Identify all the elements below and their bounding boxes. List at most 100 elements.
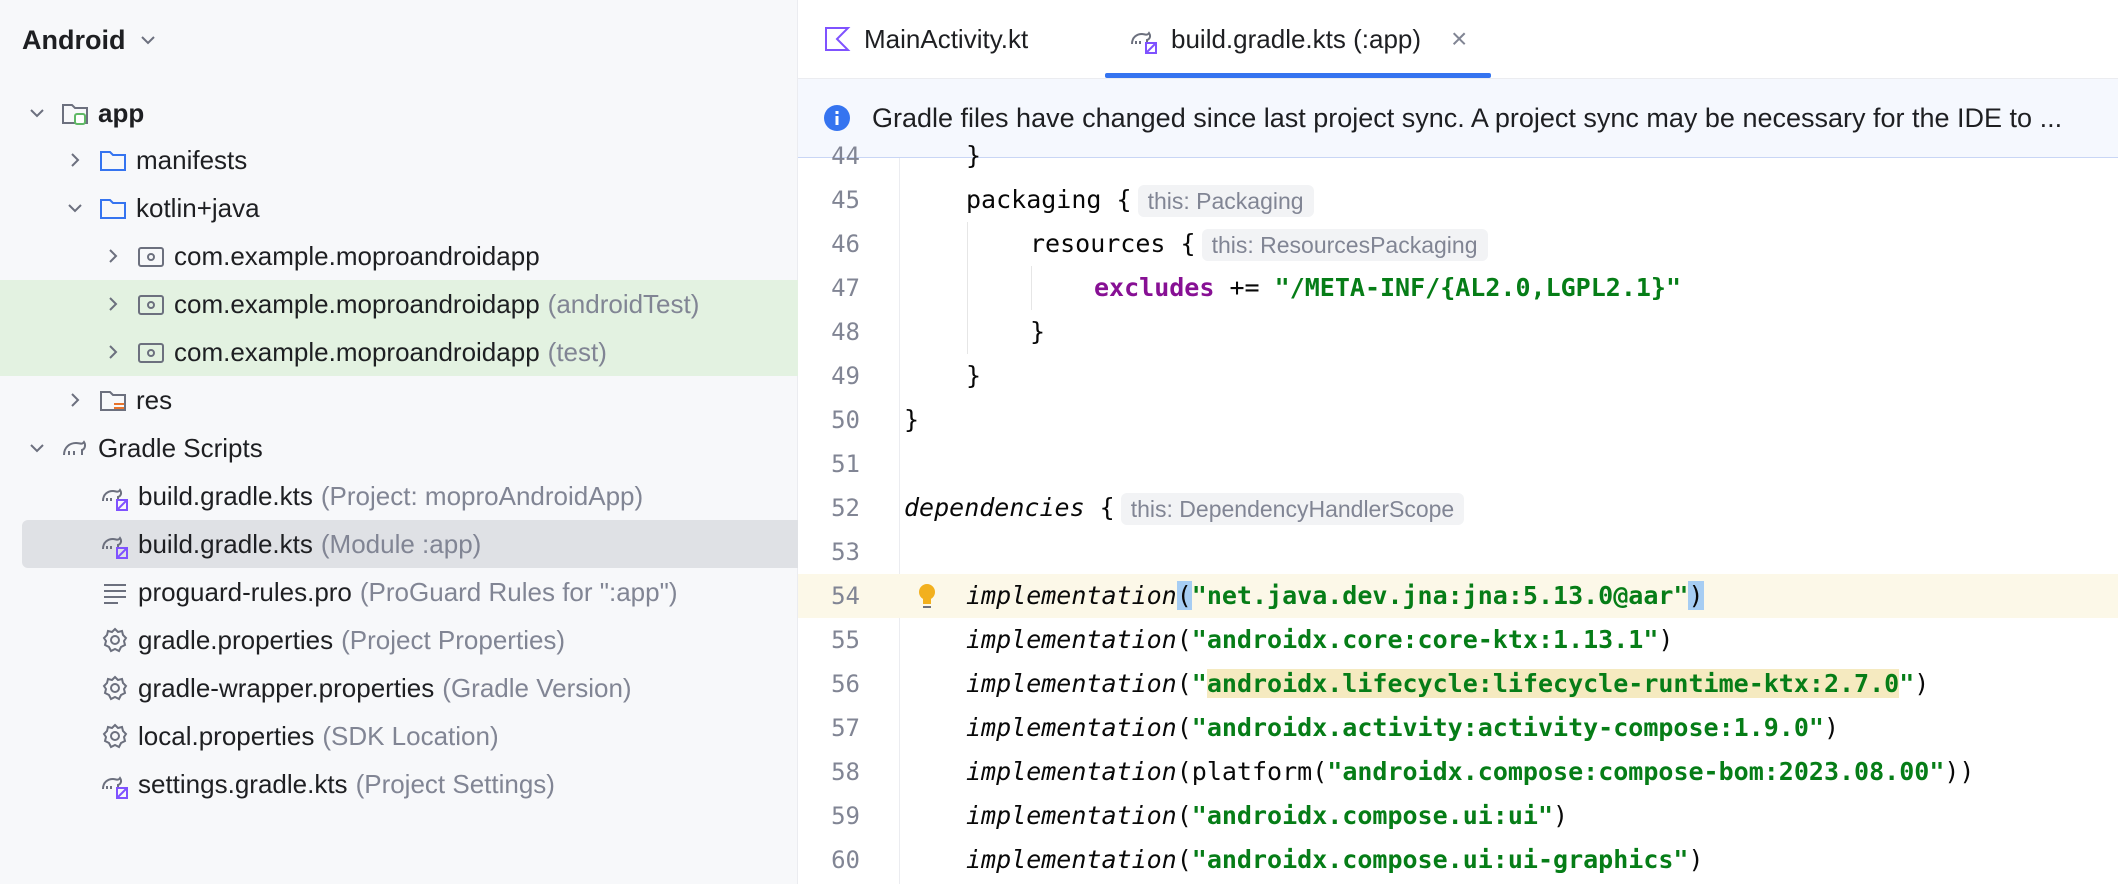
line-number: 49 [831, 362, 860, 390]
tree-item-gradle-scripts[interactable]: Gradle Scripts [0, 424, 821, 472]
code-string-quote: " [1191, 669, 1207, 698]
line-number: 50 [831, 406, 860, 434]
code-function: implementation [966, 625, 1177, 654]
close-icon[interactable]: × [1451, 23, 1468, 54]
line-number: 44 [831, 142, 860, 170]
code-function: implementation [966, 801, 1177, 830]
code-text: implementation("androidx.compose.ui:ui-g… [966, 845, 1704, 874]
line-number: 47 [831, 274, 860, 302]
code-property: excludes [1094, 273, 1215, 302]
tree-item-suffix: (Module :app) [320, 528, 482, 559]
tree-item-gradle-properties[interactable]: gradle.properties (Project Properties) [0, 616, 897, 664]
line-number: 58 [831, 758, 860, 786]
tree-item-gradle-wrapper-properties[interactable]: gradle-wrapper.properties (Gradle Versio… [0, 664, 897, 712]
chevron-down-icon[interactable] [24, 435, 50, 461]
code-function: platform [1191, 757, 1313, 786]
chevron-right-icon[interactable] [100, 291, 126, 317]
code-line: 45 packaging {this: Packaging [798, 178, 2118, 222]
code-text: resources {this: ResourcesPackaging [1030, 222, 1488, 266]
code-string-quote: " [1899, 669, 1915, 698]
code-text: implementation("androidx.compose.ui:ui") [966, 801, 1569, 830]
chevron-down-icon[interactable] [24, 100, 50, 126]
code-string: "androidx.compose.ui:ui-graphics" [1191, 845, 1689, 874]
tree-item-app[interactable]: app [0, 89, 821, 137]
code-string: "androidx.compose.ui:ui" [1191, 801, 1554, 830]
code-text: implementation("androidx.lifecycle:lifec… [966, 669, 1930, 698]
package-icon [136, 337, 166, 367]
tree-item-manifests[interactable]: manifests [0, 136, 859, 184]
code-editor[interactable]: 44 } 45 packaging {this: Packaging 46 re… [798, 141, 2118, 884]
kotlin-file-icon [822, 24, 852, 54]
tree-item-build-gradle-project[interactable]: build.gradle.kts (Project: moproAndroidA… [0, 472, 897, 520]
code-line: 53 [798, 530, 2118, 574]
tree-item-package-test[interactable]: com.example.moproandroidapp (test) [0, 328, 897, 376]
code-line: 59 implementation("androidx.compose.ui:u… [798, 794, 2118, 838]
tree-item-label: kotlin+java [136, 192, 260, 223]
tree-item-package[interactable]: com.example.moproandroidapp [0, 232, 897, 280]
tree-item-res[interactable]: res [0, 376, 859, 424]
tree-item-settings-gradle[interactable]: settings.gradle.kts (Project Settings) [0, 760, 897, 808]
code-text: implementation("androidx.activity:activi… [966, 713, 1839, 742]
gradle-icon [60, 433, 90, 463]
tab-mainactivity[interactable]: MainActivity.kt [822, 0, 1028, 78]
tree-item-label: settings.gradle.kts [138, 768, 348, 799]
code-text: } [966, 361, 982, 390]
code-function: implementation [966, 713, 1177, 742]
tree-item-suffix: (Project Settings) [355, 768, 555, 799]
project-view-selector[interactable]: Android [22, 22, 161, 58]
code-line: 52 dependencies {this: DependencyHandler… [798, 486, 2118, 530]
tree-item-label: proguard-rules.pro [138, 576, 352, 607]
text-file-icon [100, 577, 130, 607]
code-keyword: packaging { [966, 185, 1132, 214]
tree-item-label: gradle.properties [138, 624, 334, 655]
line-number: 45 [831, 186, 860, 214]
gutter-divider [899, 158, 900, 884]
code-line: 56 implementation("androidx.lifecycle:li… [798, 662, 2118, 706]
inlay-hint: this: ResourcesPackaging [1201, 229, 1488, 261]
package-icon [136, 241, 166, 271]
tree-item-label: com.example.moproandroidapp [174, 336, 540, 367]
tree-item-label: manifests [136, 144, 248, 175]
code-string-warning[interactable]: androidx.lifecycle:lifecycle-runtime-ktx… [1206, 669, 1900, 698]
code-text: dependencies {this: DependencyHandlerSco… [904, 486, 1465, 530]
chevron-right-icon[interactable] [100, 339, 126, 365]
gear-icon [100, 625, 130, 655]
tree-item-label: app [98, 97, 145, 128]
info-icon [822, 103, 852, 133]
code-text: } [966, 141, 982, 170]
chevron-right-icon[interactable] [62, 387, 88, 413]
inlay-hint: this: DependencyHandlerScope [1120, 493, 1465, 525]
tree-item-proguard-rules[interactable]: proguard-rules.pro (ProGuard Rules for "… [0, 568, 897, 616]
tab-build-gradle-app[interactable]: build.gradle.kts (:app) × [1105, 0, 1492, 78]
code-line: 44 } [798, 134, 2118, 178]
code-line: 57 implementation("androidx.activity:act… [798, 706, 2118, 750]
project-view-title: Android [22, 24, 126, 55]
chevron-right-icon[interactable] [100, 243, 126, 269]
code-line: 46 resources {this: ResourcesPackaging [798, 222, 2118, 266]
gear-icon [100, 721, 130, 751]
line-number: 59 [831, 802, 860, 830]
code-text: } [1030, 317, 1046, 346]
line-number: 56 [831, 670, 860, 698]
code-string: "androidx.core:core-ktx:1.13.1" [1191, 625, 1659, 654]
line-number: 52 [831, 494, 860, 522]
chevron-right-icon[interactable] [62, 147, 88, 173]
tree-item-build-gradle-module[interactable]: build.gradle.kts (Module :app) [22, 520, 850, 568]
tab-label: MainActivity.kt [864, 23, 1029, 54]
gradle-sync-notification: Gradle files have changed since last pro… [798, 79, 2118, 158]
tree-item-suffix: (ProGuard Rules for ":app") [359, 576, 678, 607]
notification-message: Gradle files have changed since last pro… [872, 102, 2063, 133]
code-string: "androidx.compose:compose-bom:2023.08.00… [1327, 757, 1945, 786]
code-text: excludes += "/META-INF/{AL2.0,LGPL2.1}" [1094, 266, 1681, 310]
code-line: 60 implementation("androidx.compose.ui:u… [798, 838, 2118, 882]
tree-item-kotlin-java[interactable]: kotlin+java [0, 184, 859, 232]
tree-item-suffix: (Project Properties) [341, 624, 566, 655]
line-number: 60 [831, 846, 860, 874]
chevron-down-icon[interactable] [62, 195, 88, 221]
tree-item-suffix: (SDK Location) [322, 720, 499, 751]
code-text: } [904, 405, 920, 434]
lightbulb-icon[interactable] [916, 582, 938, 612]
tree-item-package-androidtest[interactable]: com.example.moproandroidapp (androidTest… [0, 280, 897, 328]
tree-item-local-properties[interactable]: local.properties (SDK Location) [0, 712, 897, 760]
code-text: implementation("net.java.dev.jna:jna:5.1… [966, 574, 1704, 618]
